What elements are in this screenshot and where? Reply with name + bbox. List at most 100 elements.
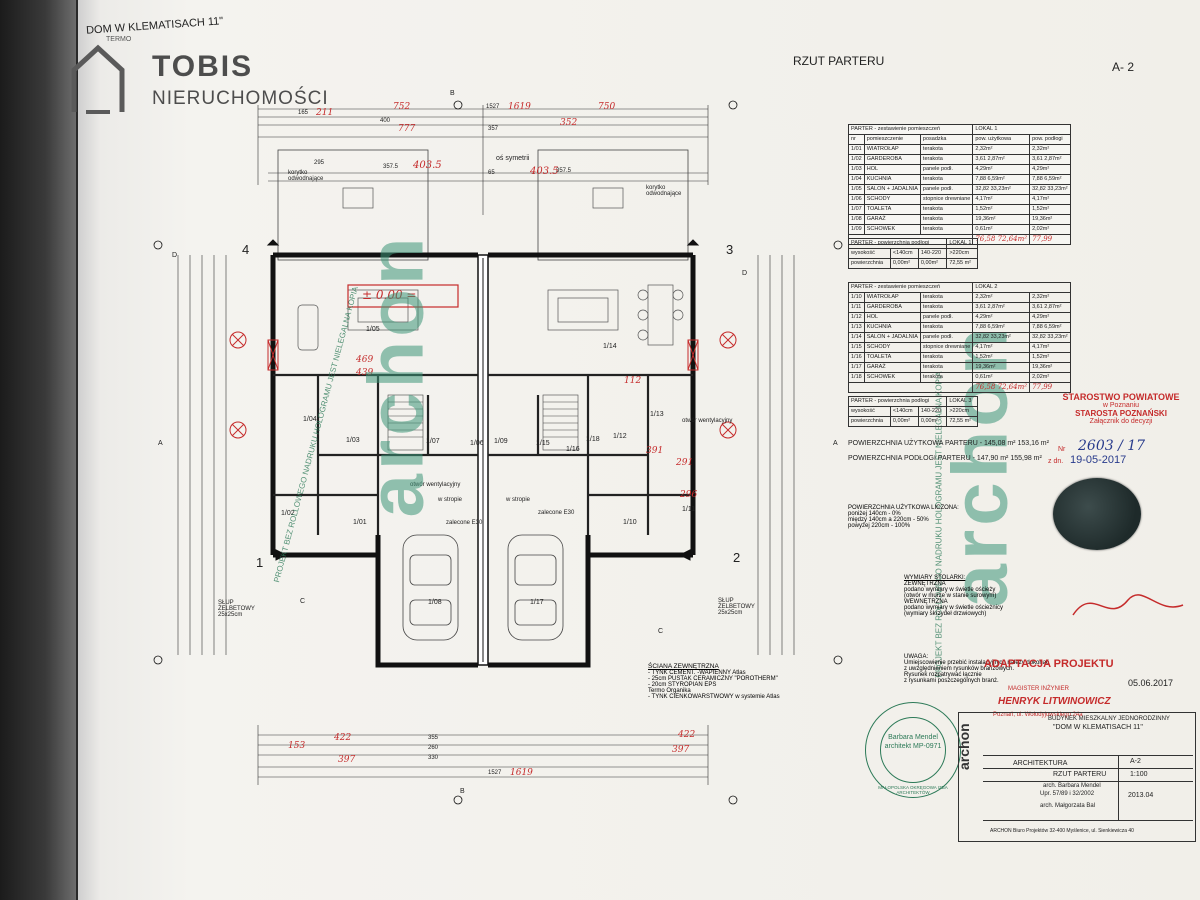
joinery-line: (wymiary skrzydeł drzwiowych) xyxy=(904,611,987,617)
dim-b-397: 397 xyxy=(338,755,356,765)
tobis-logo xyxy=(68,42,128,116)
cell: 32,82 33,23m² xyxy=(1029,184,1071,195)
cell: panele podł. xyxy=(919,312,974,323)
zalecone-right: zalecone E30 xyxy=(538,510,575,516)
stamp-attachment: Załącznik do decyzji xyxy=(1089,418,1153,425)
title-block-divider xyxy=(1118,755,1119,820)
drawing-name: RZUT PARTERU xyxy=(1053,771,1107,778)
dim-b-1527: 1527 xyxy=(488,770,502,776)
dim-352: 352 xyxy=(560,118,578,128)
cell: 1/17 xyxy=(848,362,865,373)
stamp-nr-value: 2603 / 17 xyxy=(1078,438,1146,454)
dim-403-5a: 403.5 xyxy=(413,160,442,171)
cell: terakota xyxy=(919,292,974,303)
archon-watermark-left: archon xyxy=(351,233,440,518)
garage-cars xyxy=(402,534,564,641)
cell: 1/06 xyxy=(848,194,865,205)
cell: 1,52m² xyxy=(972,204,1031,215)
table-lokal-label: LOKAL 1 xyxy=(946,238,978,249)
room-1-18: 1/18 xyxy=(586,436,600,443)
dim-777: 777 xyxy=(398,124,416,134)
brand-name: TOBIS xyxy=(152,50,254,83)
project-type: BUDYNEK MIESZKALNY JEDNORODZINNY xyxy=(1048,716,1170,722)
cell: 1/02 xyxy=(848,154,865,165)
axis-markers xyxy=(266,239,700,561)
cell: 19,36m² xyxy=(972,214,1031,225)
room-1-14: 1/14 xyxy=(603,343,617,350)
col-header: >220cm xyxy=(946,406,978,417)
axis-4: 4 xyxy=(242,242,250,257)
section-marks xyxy=(153,100,843,805)
cell: 4,17m² xyxy=(1029,194,1071,205)
cell: 19,36m² xyxy=(1029,362,1071,373)
section-a-right: A xyxy=(833,440,838,447)
scale: 1:100 xyxy=(1130,771,1148,778)
stamp-date-label: z dn. xyxy=(1048,458,1064,465)
cell: terakota xyxy=(919,204,974,215)
dim-750: 750 xyxy=(598,102,616,112)
cell: HOL xyxy=(863,164,921,175)
room-1-17: 1/17 xyxy=(530,599,544,606)
room-1-01: 1/01 xyxy=(353,519,367,526)
cell: terakota xyxy=(919,362,974,373)
note-296: 296 xyxy=(680,490,698,500)
cell: 32,82 33,23m² xyxy=(1029,332,1071,343)
table-lokal-label: LOKAL 3 xyxy=(946,396,978,407)
dim-165: 165 xyxy=(298,110,309,116)
joinery-title: WYMIARY STOLARKI: xyxy=(904,575,966,581)
level-zero-box xyxy=(347,284,459,308)
dim-295: 295 xyxy=(314,160,325,166)
section-c: C xyxy=(658,628,664,635)
stairs xyxy=(387,394,579,451)
table-lokal-label: LOKAL 1 xyxy=(972,124,1071,135)
axis-3: 3 xyxy=(726,242,734,257)
cell: TOALETA xyxy=(863,352,921,363)
cell: terakota xyxy=(919,372,974,383)
note-291: 291 xyxy=(676,458,694,468)
note-439: 439 xyxy=(356,368,374,378)
cell: 0,61m² xyxy=(972,224,1031,235)
cell: GARDEROBA xyxy=(863,154,921,165)
cell: 2,02m² xyxy=(1029,224,1071,235)
dim-b-422: 422 xyxy=(334,733,352,743)
architect-stamp: Barbara Mendel architekt MP-0971 MAŁOPOL… xyxy=(865,702,961,798)
cell: WIATROŁAP xyxy=(863,144,921,155)
cell: 1,52m² xyxy=(972,352,1031,363)
cell: SCHOWEK xyxy=(863,372,921,383)
cell: 1/09 xyxy=(848,224,865,235)
wall-legend-line: - TYNK CIENKOWARSTWOWY w systemie Atlas xyxy=(648,694,780,700)
dim-752: 752 xyxy=(393,102,411,112)
joinery-line: (otwór w murze w stanie surowym) xyxy=(904,593,997,599)
room-1-02: 1/02 xyxy=(281,510,295,517)
cell: 0,00m² xyxy=(889,416,919,427)
adaptation-name: HENRYK LITWINOWICZ xyxy=(998,696,1111,707)
cell: 3,61 2,87m² xyxy=(1029,302,1071,313)
axis-1: 1 xyxy=(256,555,264,570)
dim-b-1619: 1619 xyxy=(510,768,533,778)
cell: terakota xyxy=(919,352,974,363)
branch: ARCHITEKTURA xyxy=(1013,760,1068,767)
cell: 1/10 xyxy=(848,292,865,303)
cell: KUCHNIA xyxy=(863,174,921,185)
cell: 32,82 33,23m² xyxy=(972,332,1031,343)
dim-b-153: 153 xyxy=(288,741,306,751)
table-lokal-label: LOKAL 2 xyxy=(972,282,1071,293)
room-1-03: 1/03 xyxy=(346,437,360,444)
cell: 72,55 m² xyxy=(946,258,978,269)
cell: WIATROŁAP xyxy=(863,292,921,303)
remark-notes: UWAGA: Umiejscowienie przebić instalacyj… xyxy=(904,654,1064,684)
table-sum: 76,58 72,64m² xyxy=(972,234,1031,245)
cell: 4,17m² xyxy=(972,342,1031,353)
total-usable: POWIERZCHNIA UŻYTKOWA PARTERU - 145,08 m… xyxy=(848,440,1049,447)
note-397-right: 397 xyxy=(672,745,690,755)
stamp-nr-label: Nr xyxy=(1058,446,1066,453)
drawing-date: 2013.04 xyxy=(1128,792,1154,799)
stamp-date-value: 19-05-2017 xyxy=(1070,454,1127,466)
col-header: <140cm xyxy=(889,248,919,259)
room-1-07: 1/07 xyxy=(426,438,440,445)
section-d-right: D xyxy=(742,270,748,277)
